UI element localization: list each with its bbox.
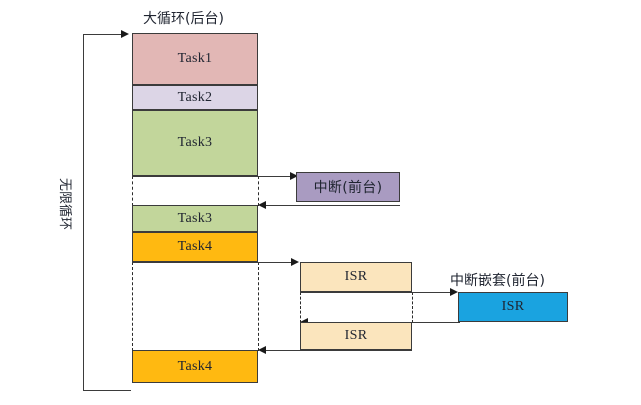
bottom-caption bbox=[232, 398, 492, 405]
dashed-guide-isr-left bbox=[300, 292, 301, 323]
dashed-guide-left-upper bbox=[132, 176, 133, 206]
task2-block: Task2 bbox=[132, 85, 258, 110]
interrupt-block: 中断(前台) bbox=[296, 172, 400, 202]
main-loop-title: 大循环(后台) bbox=[143, 11, 224, 27]
loop-bracket-top bbox=[83, 34, 123, 35]
interrupt-enter-arrow-icon bbox=[290, 171, 298, 180]
isr-upper-block: ISR bbox=[300, 262, 412, 292]
isr-upper-label: ISR bbox=[344, 269, 368, 284]
task4-first-block: Task4 bbox=[132, 232, 258, 262]
task4-first-label: Task4 bbox=[177, 239, 213, 254]
isr-return-line bbox=[266, 350, 412, 351]
loop-bracket-bottom bbox=[83, 390, 131, 391]
nested-enter-arrow-icon bbox=[450, 287, 458, 296]
isr-return-arrow-icon bbox=[258, 345, 266, 354]
isr-nested-block: ISR bbox=[458, 292, 568, 322]
loop-bracket-vertical bbox=[83, 34, 84, 391]
nested-interrupt-title: 中断嵌套(前台) bbox=[450, 273, 545, 289]
interrupt-return-line bbox=[266, 205, 400, 206]
task2-label: Task2 bbox=[177, 89, 213, 105]
dashed-guide-right-upper bbox=[258, 176, 259, 206]
nested-enter-line bbox=[300, 292, 452, 293]
isr-enter-line bbox=[132, 262, 292, 263]
isr-enter-arrow-icon bbox=[291, 257, 299, 266]
loop-arrow-head-icon bbox=[121, 29, 129, 38]
dashed-guide-left-lower bbox=[132, 262, 133, 351]
task3-first-label: Task3 bbox=[177, 135, 213, 150]
nested-return-arrow-icon bbox=[300, 317, 308, 326]
dashed-guide-right-lower bbox=[258, 262, 259, 351]
task3-second-block: Task3 bbox=[132, 205, 258, 232]
task4-second-block: Task4 bbox=[132, 350, 258, 383]
isr-lower-block: ISR bbox=[300, 322, 412, 350]
dashed-guide-isr-right bbox=[412, 292, 413, 323]
task3-first-block: Task3 bbox=[132, 110, 258, 176]
task4-second-label: Task4 bbox=[177, 358, 213, 374]
interrupt-return-arrow-icon bbox=[258, 200, 266, 209]
interrupt-enter-line bbox=[132, 176, 292, 177]
task1-label: Task1 bbox=[177, 51, 213, 66]
infinite-loop-label: 无限循环 bbox=[57, 178, 72, 231]
isr-nested-label: ISR bbox=[501, 299, 525, 314]
interrupt-label: 中断(前台) bbox=[313, 180, 383, 196]
task1-block: Task1 bbox=[132, 33, 258, 85]
isr-lower-label: ISR bbox=[344, 328, 368, 343]
task3-second-label: Task3 bbox=[177, 210, 213, 226]
